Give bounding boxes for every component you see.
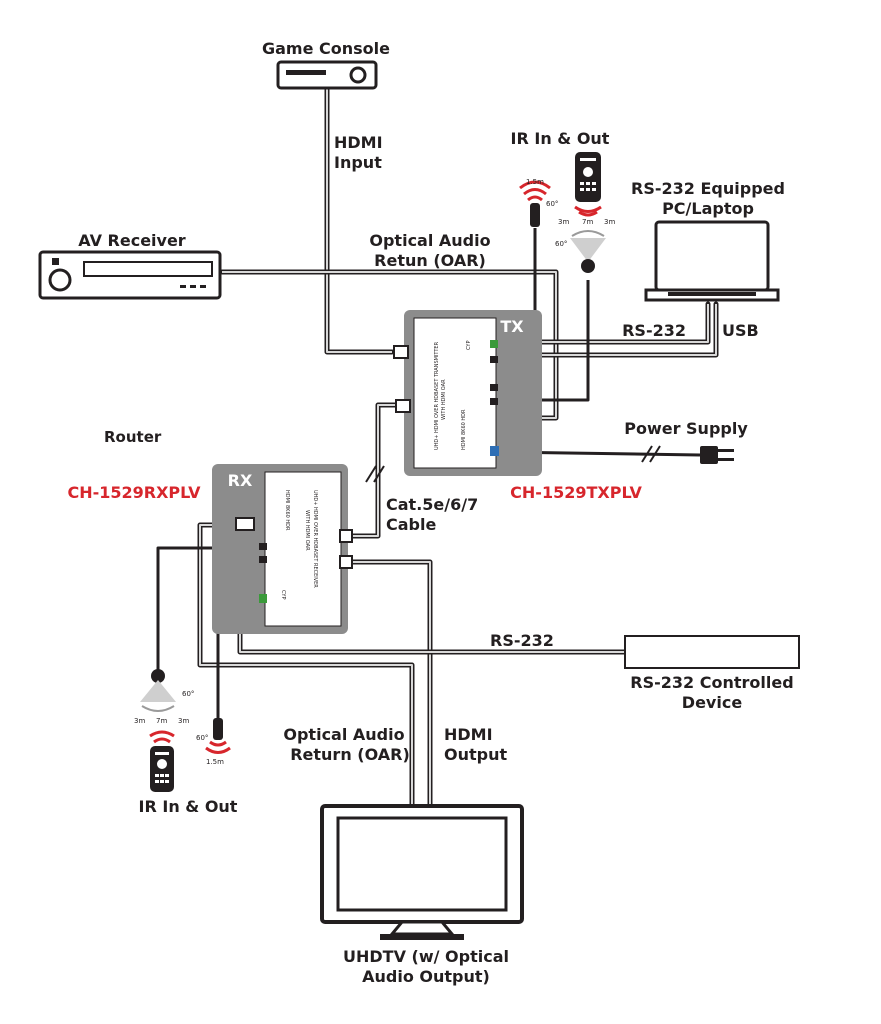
hdmi-output-label-1: HDMI: [444, 725, 493, 744]
rs232-top-label: RS-232: [622, 321, 686, 340]
rx-device-brand: HDMI 8K60 HDR: [284, 490, 290, 531]
oar-bottom-label-2: Return (OAR): [290, 745, 410, 764]
rx-sensor-dist: 1.5m: [206, 758, 224, 766]
tx-device-line1: UHD+ HDMI OVER HDBASET TRANSMITTER: [434, 341, 440, 450]
tx-device-brand: HDMI 8K60 HDR: [461, 409, 467, 450]
tx-blaster-mid: 7m: [582, 218, 593, 226]
hdmi-output-cable: [347, 559, 433, 809]
rx-blaster-right: 3m: [178, 717, 189, 725]
oar-bottom-label-1: Optical Audio: [283, 725, 404, 744]
rx-device-line2: WITH HDMI OAR: [304, 510, 310, 551]
tx-blaster-right: 3m: [604, 218, 615, 226]
tx-sensor-dist: 1.5m: [526, 178, 544, 186]
rx-model-label: CH-1529RXPLV: [67, 483, 201, 502]
tx-model-label: CH-1529TXPLV: [510, 483, 642, 502]
cat-cable-label-1: Cat.5e/6/7: [386, 495, 478, 514]
cat-cable-label-2: Cable: [386, 515, 436, 534]
game-console-label: Game Console: [262, 39, 390, 58]
av-receiver: [38, 250, 222, 300]
laptop: [644, 220, 780, 302]
game-console: [276, 60, 378, 90]
hdmi-input-cable: [324, 85, 395, 355]
rx-blaster-mid: 7m: [156, 717, 167, 725]
tx-unit: UHD+ HDMI OVER HDBASET TRANSMITTER WITH …: [393, 310, 542, 476]
rx-blaster-angle: 60°: [182, 690, 194, 698]
usb-label: USB: [722, 321, 759, 340]
rs232-pc-label-2: PC/Laptop: [662, 199, 754, 218]
hdmi-input-label-1: HDMI: [334, 133, 383, 152]
ir-bottom-label: IR In & Out: [139, 797, 238, 816]
remote-control-icon-top: [574, 152, 602, 217]
ir-blaster-icon-bottom: [140, 669, 176, 712]
ir-sensor-icon-bottom: [205, 718, 231, 754]
ir-sensor-icon-top: [519, 180, 551, 227]
tv-label-1: UHDTV (w/ Optical: [343, 947, 509, 966]
rx-device-line1: UHD+ HDMI OVER HDBASET RECEIVER: [312, 490, 318, 588]
rs232-controlled-device: [624, 635, 800, 669]
hdmi-output-label-2: Output: [444, 745, 507, 764]
rx-unit: UHD+ HDMI OVER HDBASET RECEIVER WITH HDM…: [212, 464, 353, 634]
oar-top-label-1: Optical Audio: [369, 231, 490, 250]
rs232-device-label-1: RS-232 Controlled: [630, 673, 793, 692]
ir-top-label: IR In & Out: [511, 129, 610, 148]
av-receiver-label: AV Receiver: [78, 231, 186, 250]
tx-device-logo: CYP: [466, 341, 472, 350]
uhdtv: [320, 804, 524, 940]
rx-sensor-angle: 60°: [196, 734, 208, 742]
rs232-device-label-2: Device: [682, 693, 743, 712]
tx-blaster-left: 3m: [558, 218, 569, 226]
rx-blaster-left: 3m: [134, 717, 145, 725]
remote-control-icon-bottom: [149, 730, 175, 792]
ir-blaster-icon-top: [570, 230, 606, 273]
rs232-bottom-label: RS-232: [490, 631, 554, 650]
power-supply-label: Power Supply: [624, 419, 748, 438]
oar-top-label-2: Retun (OAR): [374, 251, 486, 270]
router-label: Router: [104, 428, 162, 446]
tx-device-line2: WITH HDMI OAR: [441, 379, 447, 420]
tv-label-2: Audio Output): [362, 967, 490, 986]
tx-sensor-angle: 60°: [546, 200, 558, 208]
tx-tag: TX: [500, 317, 524, 336]
rx-tag: RX: [228, 471, 253, 490]
rx-device-logo: CYP: [280, 590, 286, 599]
rs232-pc-label-1: RS-232 Equipped: [631, 179, 785, 198]
hdmi-input-label-2: Input: [334, 153, 382, 172]
tx-blaster-angle: 60°: [555, 240, 567, 248]
power-plug-icon: [700, 446, 734, 464]
